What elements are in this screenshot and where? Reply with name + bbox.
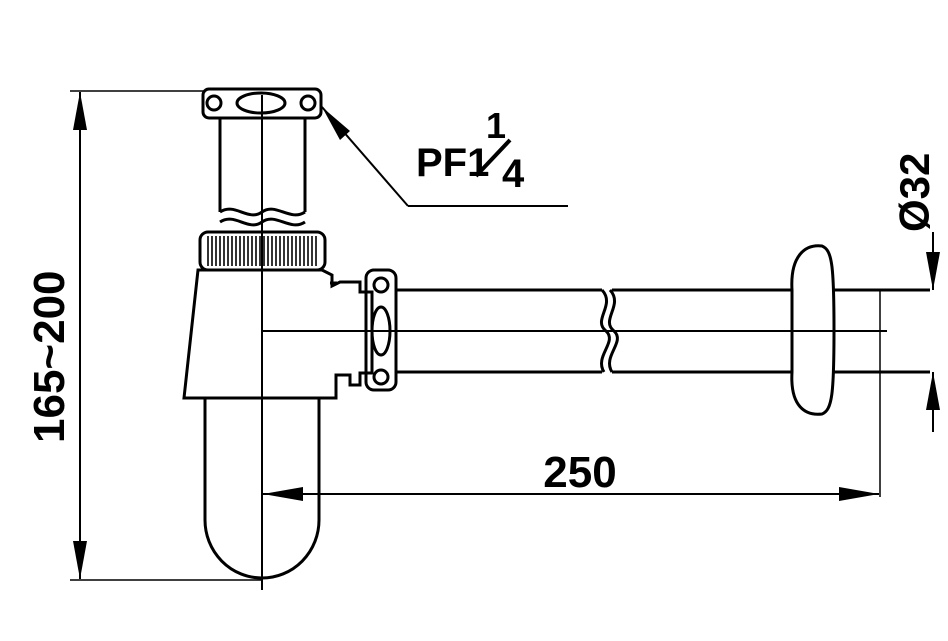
thread-fraction-numerator: 1 bbox=[486, 105, 506, 146]
thread-fraction-slash bbox=[474, 138, 512, 178]
arrow-head-bottom bbox=[73, 541, 87, 579]
wall-pipe bbox=[834, 288, 930, 374]
arrow-head-diameter-top bbox=[926, 252, 940, 290]
height-dimension-label: 165~200 bbox=[25, 270, 74, 443]
length-dimension-label: 250 bbox=[543, 448, 616, 497]
arrow-head-diameter-bottom bbox=[926, 372, 940, 410]
arrow-head-top bbox=[73, 92, 87, 130]
arrow-head-left bbox=[263, 487, 303, 501]
thread-callout: PF1 1 4 bbox=[321, 105, 568, 207]
height-dimension: 165~200 bbox=[25, 90, 262, 581]
length-dimension: 250 bbox=[263, 290, 881, 501]
wall-rosette bbox=[790, 244, 836, 416]
thread-label: PF1 bbox=[416, 141, 489, 185]
diameter-dimension: Ø32 bbox=[891, 153, 940, 432]
trap-body bbox=[182, 268, 374, 400]
diameter-dimension-label: Ø32 bbox=[891, 153, 938, 232]
thread-fraction-denominator: 4 bbox=[502, 152, 525, 196]
thread-leader-arrow bbox=[322, 107, 350, 140]
arrow-head-right bbox=[839, 487, 879, 501]
center-lines bbox=[261, 95, 887, 590]
